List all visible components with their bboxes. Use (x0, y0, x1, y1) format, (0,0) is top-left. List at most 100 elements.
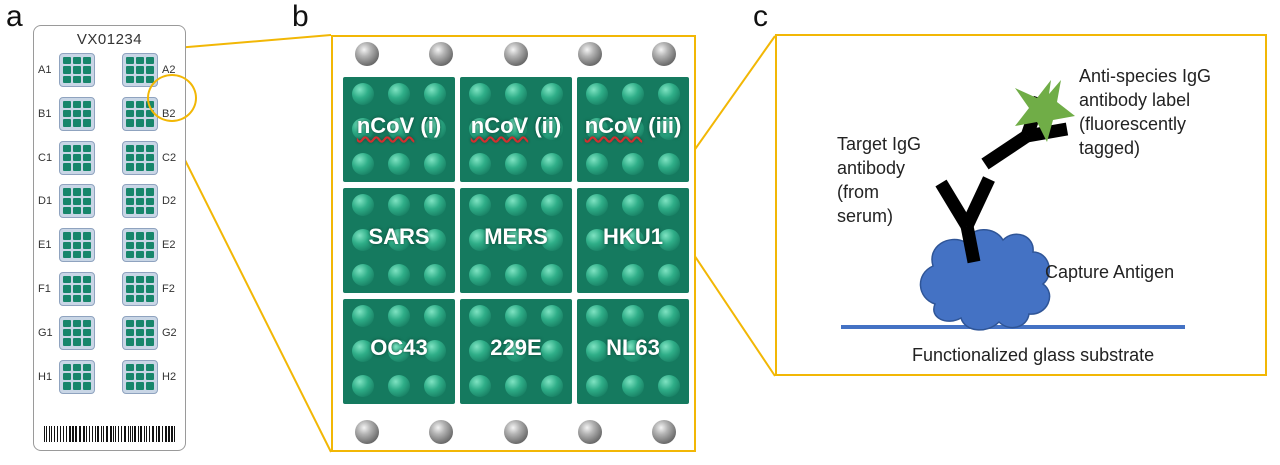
well-pad (146, 232, 154, 240)
well-left-8 (59, 359, 95, 394)
antigen-spot (658, 305, 680, 327)
well-pad (83, 100, 91, 109)
antigen-spot (505, 305, 527, 327)
antigen-spot (469, 229, 491, 251)
antigen-spot (388, 264, 410, 286)
well-label: A1 (38, 64, 52, 76)
well-pad (83, 294, 91, 302)
well-pad (83, 197, 91, 206)
well-pad (83, 250, 91, 259)
barcode-bar (86, 426, 87, 442)
well-right-4 (122, 184, 158, 219)
well-pad (63, 119, 71, 127)
well-pad (146, 119, 154, 127)
antigen-spot (586, 375, 608, 397)
antigen-spot (541, 264, 563, 286)
antigen-spot (424, 340, 446, 362)
well-pad (63, 153, 71, 162)
barcode-bar (106, 426, 108, 442)
antigen-spot (505, 264, 527, 286)
barcode-bar (54, 426, 55, 442)
antigen-spot (388, 305, 410, 327)
well-right-2 (122, 96, 158, 131)
fiducial-marker-top-2 (429, 42, 453, 66)
well-pad (83, 110, 91, 118)
antigen-label: 229E (490, 335, 542, 360)
substrate-label: Functionalized glass substrate (912, 345, 1155, 365)
antigen-spot (541, 194, 563, 216)
well-left-3 (59, 140, 95, 175)
antigen-spot (505, 375, 527, 397)
barcode-bar (83, 426, 85, 442)
barcode-bar (89, 426, 90, 442)
well-pad (73, 110, 81, 118)
well-pad (146, 207, 154, 215)
well-pad (146, 110, 154, 118)
well-pad (126, 188, 134, 196)
highlight-circle (147, 74, 197, 122)
antigen-spot (622, 340, 644, 362)
well-pad (73, 241, 81, 249)
well-pad (73, 66, 81, 74)
antigen-spot (424, 153, 446, 175)
well-pad (126, 319, 134, 328)
well-pad (146, 144, 154, 152)
well-pad (136, 382, 144, 390)
antigen-spot (541, 153, 563, 175)
well-pad (136, 250, 144, 259)
well-pad (73, 338, 81, 346)
well-pad (83, 372, 91, 381)
antigen-spot (469, 305, 491, 327)
well-pad (126, 144, 134, 152)
well-pad (146, 188, 154, 196)
fiducial-marker-bottom-2 (429, 420, 453, 444)
well-pad (83, 276, 91, 284)
well-label: E1 (38, 239, 52, 252)
fiducial-marker-bottom-4 (578, 420, 602, 444)
well-pad (126, 276, 134, 284)
antigen-spot-group: NL63 (577, 299, 689, 404)
barcode-bar (75, 426, 77, 442)
antigen-spot (622, 305, 644, 327)
well-pad (73, 144, 81, 152)
well-pad (63, 372, 71, 381)
antigen-spot-group: nCoV (i) (343, 77, 455, 182)
antigen-spot-group: nCoV (iii) (577, 77, 689, 182)
well-pad (136, 329, 144, 337)
well-pad (126, 329, 134, 337)
well-right-1 (122, 53, 158, 87)
antigen-spot (505, 194, 527, 216)
well-pad (73, 363, 81, 371)
antigen-spot (469, 194, 491, 216)
barcode-bar (128, 426, 129, 442)
antigen-spot-group: HKU1 (577, 188, 689, 293)
antigen-spot (388, 153, 410, 175)
well-pad (126, 75, 134, 83)
fiducial-marker-top-4 (578, 42, 602, 66)
fiducial-marker-bottom-5 (652, 420, 676, 444)
barcode-bar (124, 426, 126, 442)
well-pad (126, 163, 134, 171)
barcode-bar (63, 426, 64, 442)
well-pad (126, 153, 134, 162)
well-right-7 (122, 315, 158, 350)
well-pad (83, 363, 91, 371)
barcode-bar (152, 426, 154, 442)
well-pad (63, 100, 71, 109)
barcode-bar (51, 426, 52, 442)
well-pad (146, 276, 154, 284)
barcode-bar (174, 426, 175, 442)
antigen-spot (352, 229, 374, 251)
well-pad (63, 241, 71, 249)
barcode-bar (115, 426, 116, 442)
antigen-spot (586, 229, 608, 251)
well-pad (73, 188, 81, 196)
well-pad (83, 153, 91, 162)
antigen-spot (424, 194, 446, 216)
well-pad (126, 382, 134, 390)
well-pad (136, 285, 144, 293)
well-pad (63, 382, 71, 390)
well-pad (63, 319, 71, 328)
well-pad (73, 75, 81, 83)
